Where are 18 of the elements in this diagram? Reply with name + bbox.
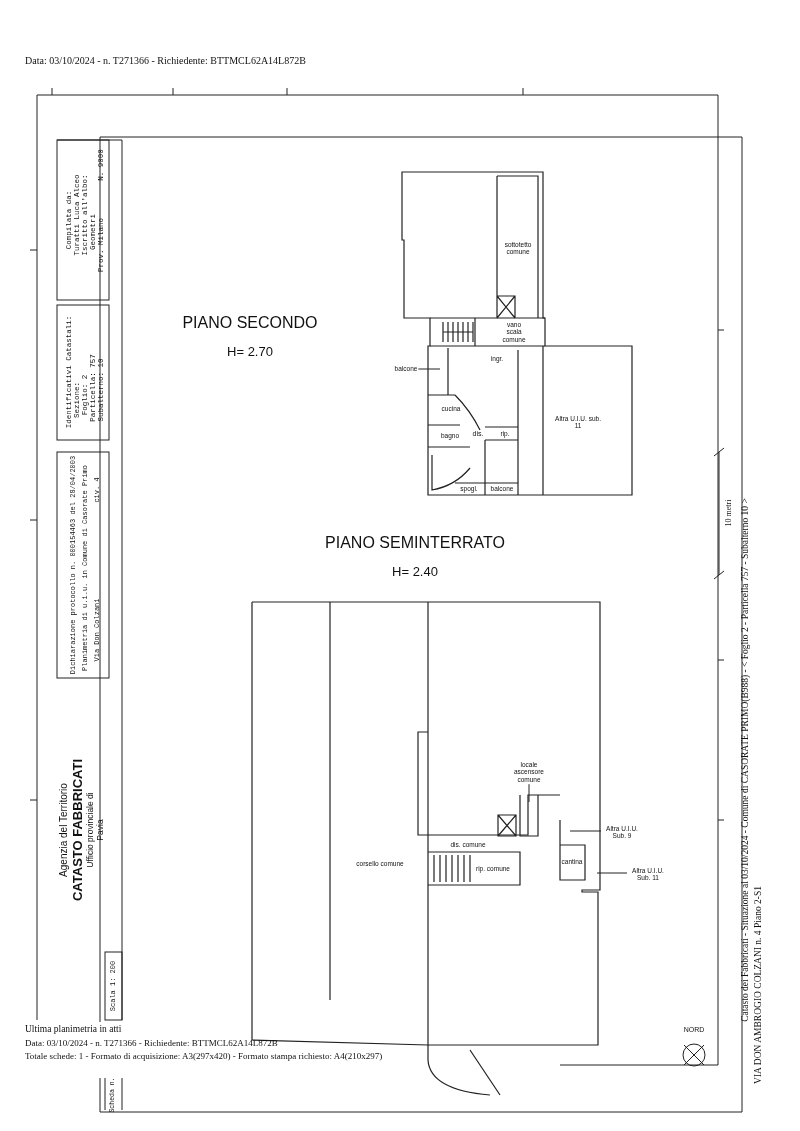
agency-name: Agenzia del Territorio	[58, 783, 70, 877]
registry-title: CATASTO FABBRICATI	[70, 759, 86, 901]
leader-line	[417, 368, 441, 370]
office-name: Ufficio provinciale di Pavia	[86, 791, 106, 870]
leader-line	[596, 872, 628, 874]
floor-title: PIANO SEMINTERRATO	[325, 533, 505, 553]
leader-line	[528, 783, 530, 803]
footer-text: Totale schede: 1 - Formato di acquisizione: A3(297x420) - Formato stampa richiesto: A4(210x297)	[25, 1051, 383, 1062]
footer-text: VIA DON AMBROGIO COLZANI n. 4 Piano 2-S1	[752, 886, 764, 1084]
footer-text: Ultima planimetria in atti	[25, 1024, 122, 1035]
scale-bar-label: 10 metri	[724, 499, 734, 527]
ceiling-height: H= 2.40	[392, 564, 438, 580]
header-text: Data: 03/10/2024 - n. T271366 - Richiedente: BTTMCL62A14L872B	[25, 55, 306, 67]
footer-text: Catasto dei Fabbricati - Situazione al 03/10/2024 - Comune di CASORATE PRIMO(B988) - < Foglio 2 - Particella 757 - Subalterno 10 >	[739, 498, 751, 1022]
footer-text: Data: 03/10/2024 - n. T271366 - Richiedente: BTTMCL62A14L872B	[25, 1038, 278, 1049]
floor-title: PIANO SECONDO	[182, 313, 318, 333]
leader-line	[569, 830, 602, 832]
ceiling-height: H= 2.70	[227, 344, 273, 360]
